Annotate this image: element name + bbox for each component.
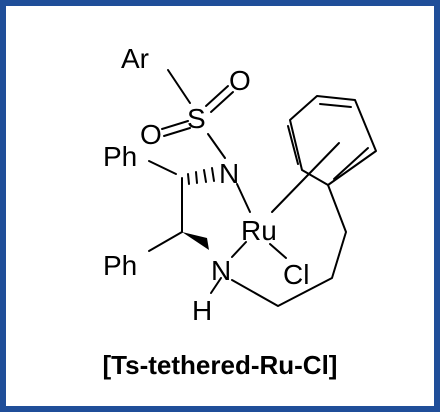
arene-ring: [289, 95, 377, 186]
bond-ar-s: [167, 69, 191, 104]
solid-wedge-c2-n: [182, 232, 209, 250]
bond-s-o-top-2: [210, 91, 234, 113]
bonds: [148, 69, 377, 307]
bond-ru-cl: [269, 243, 287, 259]
atom-o-top: O: [229, 65, 251, 96]
bond-s-o-top-1: [205, 85, 229, 107]
atom-cl: Cl: [283, 259, 309, 290]
atom-o-left: O: [140, 119, 162, 150]
bond-c2-ph: [148, 231, 183, 252]
atom-h: H: [192, 295, 212, 326]
bond-s-n: [207, 133, 226, 159]
bond-s-o-left-2: [163, 127, 191, 137]
hashed-wedge-c1-n: [187, 167, 215, 185]
atom-n-bottom: N: [211, 255, 231, 286]
bond-n-h: [210, 277, 222, 294]
arene-inner-bond-1: [287, 125, 299, 165]
bond-ru-n-bottom: [231, 241, 247, 258]
bond-n-ru: [236, 183, 251, 213]
bond-ph-c1: [148, 160, 177, 175]
atom-s: S: [187, 103, 206, 134]
atom-ph-bottom: Ph: [103, 250, 137, 281]
bond-s-o-left-1: [161, 120, 189, 130]
atom-ar: Ar: [121, 43, 149, 74]
arene-inner-bond-2: [319, 103, 352, 108]
bond-ru-arene: [271, 142, 340, 213]
bond-tether: [231, 184, 347, 307]
caption: [Ts-tethered-Ru-Cl]: [103, 350, 338, 380]
arene-inner-bond-3: [333, 147, 369, 180]
atom-ru: Ru: [241, 215, 277, 246]
atom-labels: Ar S O O N Ph Ru N H Cl Ph: [103, 43, 309, 326]
atom-ph-top: Ph: [103, 141, 137, 172]
atom-n-top: N: [219, 158, 239, 189]
